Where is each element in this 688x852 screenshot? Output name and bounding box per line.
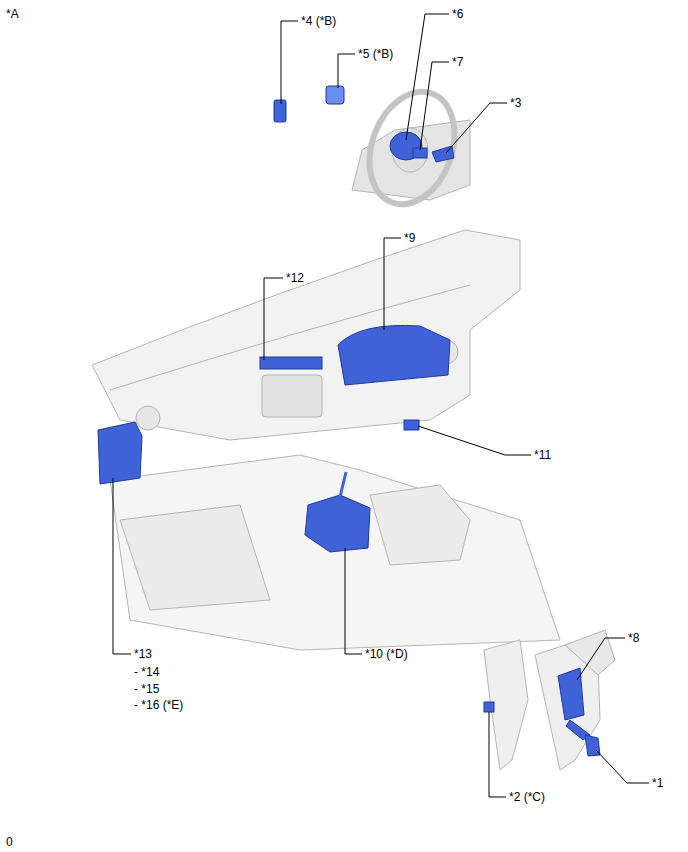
vent bbox=[136, 406, 160, 430]
console bbox=[370, 485, 470, 565]
callout-number: *13 bbox=[133, 648, 153, 661]
callout-number: - *16 (*E) bbox=[133, 699, 184, 712]
part-4 bbox=[274, 100, 286, 122]
leader-line bbox=[264, 278, 283, 360]
floor-mat bbox=[120, 505, 270, 610]
callout-number: *4 (*B) bbox=[300, 15, 337, 28]
part-13 bbox=[98, 422, 142, 484]
part-2 bbox=[484, 702, 494, 712]
leader-line bbox=[418, 426, 531, 455]
dash-line bbox=[110, 285, 470, 390]
leader-line bbox=[596, 750, 649, 783]
callout-number: - *14 bbox=[133, 666, 160, 679]
leader-line bbox=[384, 238, 401, 330]
leader-line bbox=[577, 638, 625, 680]
callout-number: *3 bbox=[509, 97, 522, 110]
brake-pedal bbox=[484, 640, 528, 770]
callout-number: *6 bbox=[451, 8, 464, 21]
callout-number: *1 bbox=[651, 777, 664, 790]
callout-number: 0 bbox=[5, 836, 14, 849]
part-12 bbox=[260, 357, 322, 369]
callout-number: *7 bbox=[451, 56, 464, 69]
callout-number: *10 (*D) bbox=[364, 648, 409, 661]
callout-number: *9 bbox=[403, 232, 416, 245]
dashboard bbox=[92, 230, 520, 440]
floor bbox=[110, 455, 560, 650]
leader-line bbox=[406, 14, 449, 140]
display bbox=[262, 375, 322, 417]
callout-number: - *15 bbox=[133, 683, 160, 696]
part-10 bbox=[305, 495, 370, 552]
leader-line bbox=[489, 712, 506, 797]
callout-number: *5 (*B) bbox=[357, 48, 394, 61]
part-5 bbox=[326, 86, 344, 104]
shift-lever bbox=[340, 472, 346, 497]
callout-number: *12 bbox=[285, 272, 305, 285]
part-1 bbox=[585, 735, 600, 756]
leader-line bbox=[345, 548, 362, 654]
leader-line bbox=[420, 62, 449, 150]
leader-line bbox=[281, 21, 298, 104]
leader-line bbox=[446, 103, 507, 153]
callout-number: *8 bbox=[627, 632, 640, 645]
pedal-top bbox=[565, 630, 615, 675]
part-9 bbox=[338, 325, 450, 385]
callout-number: *2 (*C) bbox=[508, 791, 546, 804]
leader-line bbox=[338, 54, 355, 88]
callout-number: *A bbox=[5, 8, 20, 21]
leader-line bbox=[113, 478, 131, 654]
callout-number: *11 bbox=[533, 449, 552, 462]
part-11 bbox=[404, 420, 419, 430]
